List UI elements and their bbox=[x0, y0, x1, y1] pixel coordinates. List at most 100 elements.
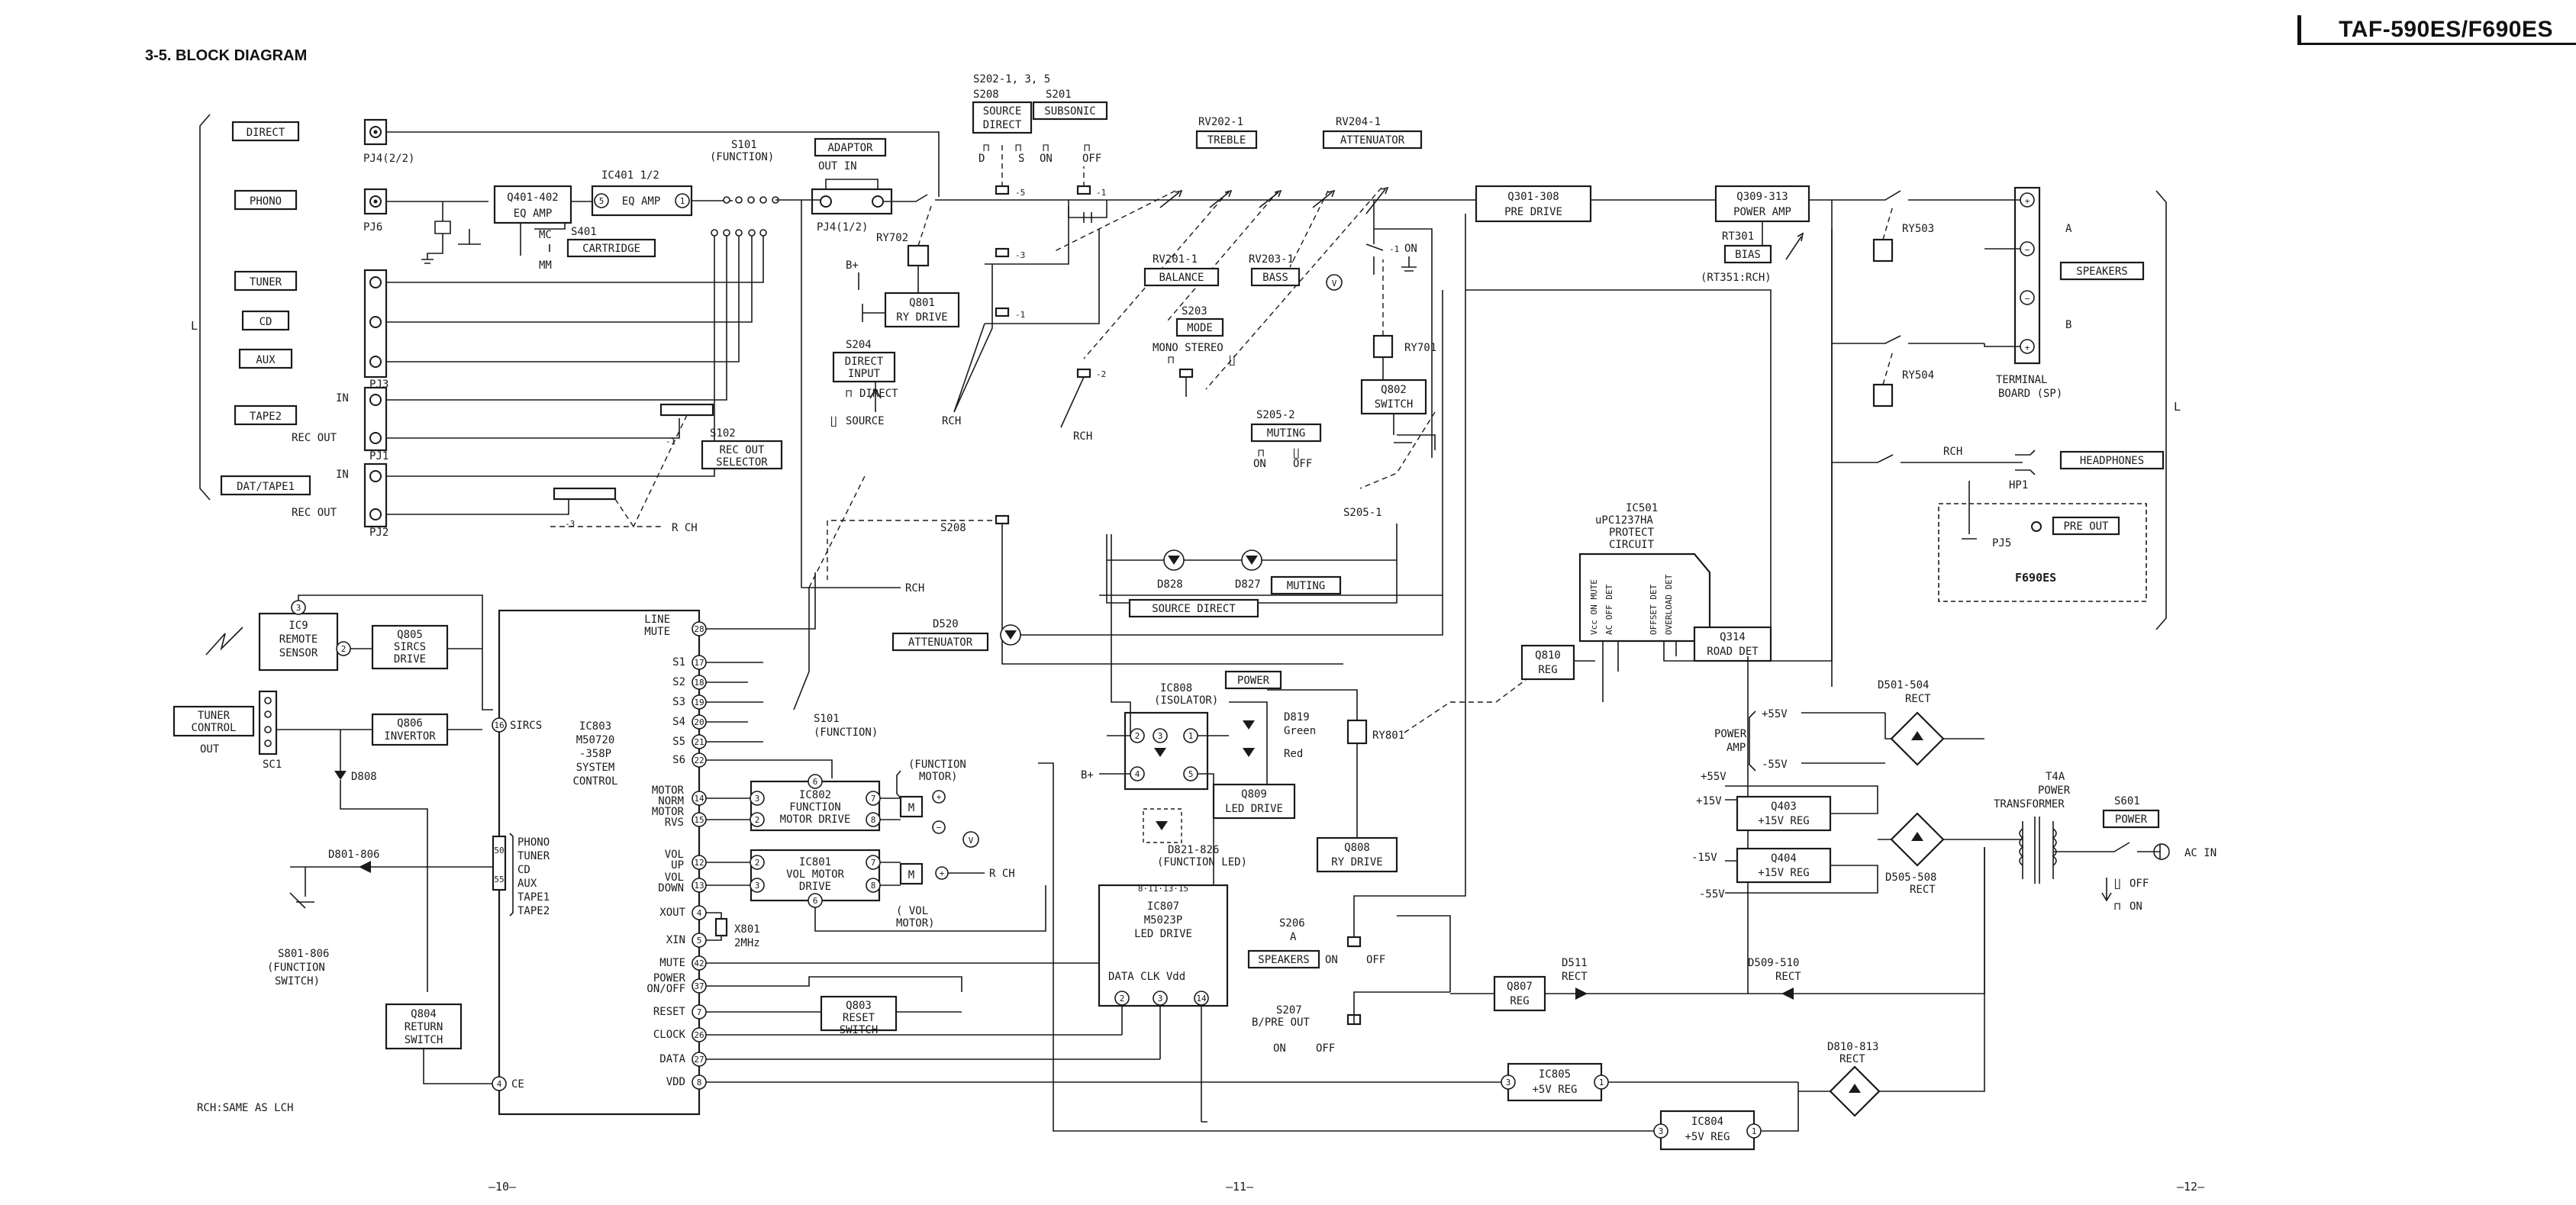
wire-tape1-in bbox=[386, 233, 715, 477]
wire-tape2-out bbox=[386, 418, 680, 439]
ic804-5v-reg: 3 IC804 +5V REG 1 bbox=[1653, 1110, 1762, 1151]
svg-text:PJ4(2/2): PJ4(2/2) bbox=[363, 153, 414, 165]
d810-813-rect: D810-813 RECT bbox=[1827, 1041, 1881, 1117]
svg-text:⊓: ⊓ bbox=[1043, 142, 1049, 154]
tape2-rec-out-label: REC OUT bbox=[292, 432, 337, 444]
left-channel-bracket bbox=[199, 114, 211, 501]
s204-arrow bbox=[869, 382, 882, 412]
svg-text:EQ AMP: EQ AMP bbox=[622, 195, 661, 208]
svg-text:LED DRIVE: LED DRIVE bbox=[1225, 803, 1283, 815]
s203-mode: S203 MODE MONO STEREO ⊓∐ bbox=[1153, 305, 1235, 366]
svg-text:RECT: RECT bbox=[1839, 1053, 1865, 1065]
svg-text:LED DRIVE: LED DRIVE bbox=[1134, 928, 1192, 940]
svg-text:DIRECT: DIRECT bbox=[859, 388, 898, 400]
phono-tuner-list: PHONO TUNER CD AUX TAPE1 TAPE2 bbox=[509, 833, 550, 917]
svg-text:(RT351:RCH): (RT351:RCH) bbox=[1701, 272, 1772, 284]
svg-text:MOTOR: MOTOR bbox=[652, 806, 685, 818]
d501-504-rect: D501-504 RECT bbox=[1878, 679, 1945, 766]
svg-text:MUTING: MUTING bbox=[1287, 580, 1326, 592]
input-tuner: TUNER bbox=[234, 270, 298, 292]
svg-text:-3: -3 bbox=[1015, 250, 1025, 260]
source-direct-led-label: SOURCE DIRECT bbox=[1128, 598, 1259, 618]
svg-text:OFF: OFF bbox=[2129, 878, 2149, 890]
svg-text:OFFSET DET: OFFSET DET bbox=[1649, 584, 1659, 635]
left-channel-label: L bbox=[191, 319, 198, 333]
wire-tape2-in bbox=[386, 233, 727, 401]
svg-text:S3: S3 bbox=[672, 696, 685, 708]
svg-text:3: 3 bbox=[755, 794, 760, 804]
ry504-link bbox=[1882, 350, 1894, 385]
svg-text:SWITCH): SWITCH) bbox=[275, 975, 320, 988]
svg-text:(FUNCTION: (FUNCTION bbox=[908, 759, 966, 771]
svg-text:DOWN: DOWN bbox=[658, 882, 684, 894]
q801-wires bbox=[862, 266, 919, 322]
svg-text:8·11·13·15: 8·11·13·15 bbox=[1138, 884, 1188, 894]
svg-text:UP: UP bbox=[671, 859, 684, 872]
d821-function-led: D821-826 (FUNCTION LED) bbox=[1143, 808, 1247, 868]
svg-text:RY702: RY702 bbox=[876, 232, 908, 244]
s205-wires bbox=[1394, 434, 1436, 450]
svg-text:REG: REG bbox=[1510, 995, 1529, 1007]
svg-text:SUBSONIC: SUBSONIC bbox=[1044, 105, 1095, 118]
svg-text:D505-508: D505-508 bbox=[1885, 872, 1936, 884]
mc-switch bbox=[458, 229, 481, 245]
svg-text:RVS: RVS bbox=[665, 817, 684, 829]
svg-text:Q805: Q805 bbox=[397, 629, 423, 641]
svg-text:POWER: POWER bbox=[1237, 675, 1270, 687]
svg-text:4: 4 bbox=[697, 908, 702, 918]
svg-text:2: 2 bbox=[1120, 994, 1125, 1004]
ic807-led-drive: 8·11·13·15 IC807 M5023P LED DRIVE DATA C… bbox=[1098, 884, 1229, 1007]
svg-text:POWER: POWER bbox=[2038, 785, 2071, 797]
svg-text:19: 19 bbox=[694, 698, 704, 707]
model-title-underline bbox=[2297, 43, 2576, 45]
svg-text:Q401-402: Q401-402 bbox=[507, 192, 558, 204]
svg-text:REMOTE: REMOTE bbox=[279, 633, 318, 646]
function-select-wires bbox=[706, 572, 833, 778]
svg-text:TAPE1: TAPE1 bbox=[517, 891, 550, 904]
q804-return-switch: Q804 RETURN SWITCH bbox=[385, 1003, 463, 1050]
svg-text:RECT: RECT bbox=[1910, 884, 1936, 896]
d801-wire bbox=[290, 866, 496, 897]
svg-text:NORM: NORM bbox=[658, 795, 684, 807]
svg-text:⊓: ⊓ bbox=[846, 388, 852, 400]
svg-text:PHONO: PHONO bbox=[250, 195, 282, 208]
svg-text:Q403: Q403 bbox=[1771, 801, 1797, 813]
tape2-in-label: IN bbox=[336, 392, 349, 404]
svg-text:S206: S206 bbox=[1279, 917, 1305, 930]
svg-text:VOL: VOL bbox=[665, 872, 684, 884]
svg-text:20: 20 bbox=[694, 717, 704, 727]
svg-text:Q810: Q810 bbox=[1535, 649, 1561, 662]
rv201-balance: RV201-1 BALANCE bbox=[1143, 253, 1220, 287]
svg-text:AMP: AMP bbox=[1726, 742, 1746, 754]
mcmm-switch-wires bbox=[520, 223, 566, 256]
svg-text:-3: -3 bbox=[565, 519, 575, 529]
svg-text:+5V REG: +5V REG bbox=[1685, 1131, 1730, 1143]
svg-text:3: 3 bbox=[1506, 1078, 1511, 1087]
svg-text:BALANCE: BALANCE bbox=[1159, 272, 1204, 284]
svg-text:SYSTEM: SYSTEM bbox=[576, 762, 615, 774]
svg-text:+55V: +55V bbox=[1701, 771, 1726, 783]
svg-text:SWITCH: SWITCH bbox=[1375, 398, 1414, 411]
svg-text:18: 18 bbox=[694, 678, 704, 688]
adaptor-loop bbox=[825, 179, 879, 189]
svg-text:S203: S203 bbox=[1182, 305, 1207, 317]
attenuator-branch bbox=[1365, 200, 1384, 275]
svg-text:LINE: LINE bbox=[644, 614, 670, 626]
svg-text:15: 15 bbox=[694, 815, 704, 825]
svg-text:+: + bbox=[2025, 343, 2030, 353]
q808-ry-drive: Q808 RY DRIVE bbox=[1316, 836, 1398, 873]
d827-muting-led: D827 bbox=[1235, 549, 1262, 591]
svg-text:+: + bbox=[2025, 196, 2030, 206]
svg-text:V: V bbox=[969, 836, 974, 846]
ic807-wires bbox=[1121, 1005, 1202, 1122]
mc-label: MC bbox=[539, 229, 552, 241]
svg-text:3: 3 bbox=[296, 603, 301, 613]
muting-led-label: MUTING bbox=[1270, 575, 1342, 595]
svg-text:SIRCS: SIRCS bbox=[510, 720, 542, 732]
d808-wire bbox=[340, 780, 428, 992]
svg-text:CD: CD bbox=[517, 864, 530, 876]
s203-rch-label: RCH bbox=[1073, 430, 1092, 443]
s401-cartridge: S401 CARTRIDGE bbox=[566, 226, 656, 258]
